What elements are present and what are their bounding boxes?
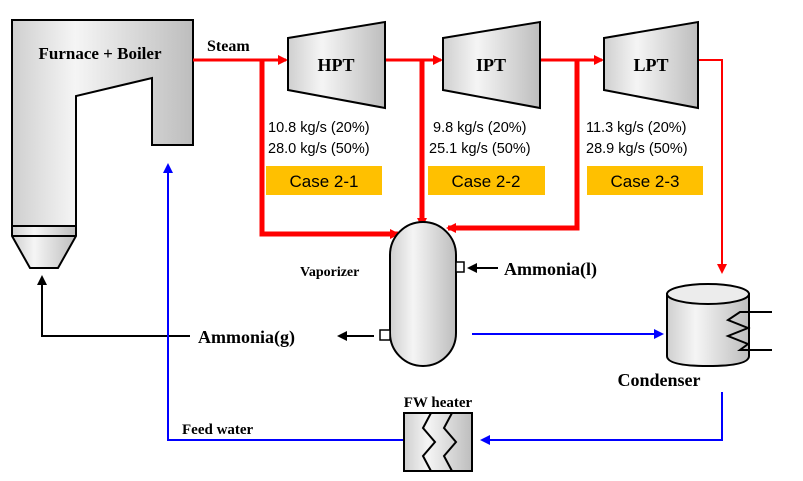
ipt-label: IPT xyxy=(476,55,506,75)
case-2-3-flow-50: 28.9 kg/s (50%) xyxy=(586,141,688,157)
vaporizer-label: Vaporizer xyxy=(300,265,359,280)
extraction-case-2-1-line xyxy=(259,60,400,239)
case-2-3-flow-20: 11.3 kg/s (20%) xyxy=(586,120,686,136)
case-2-1-flow-20: 10.8 kg/s (20%) xyxy=(268,120,370,136)
case-2-3-group: 11.3 kg/s (20%) 28.9 kg/s (50%) Case 2-3 xyxy=(586,120,703,195)
case-2-2-label: Case 2-2 xyxy=(452,172,521,191)
furnace-boiler: Furnace + Boiler xyxy=(11,19,194,269)
vaporizer-gas-nozzle xyxy=(379,329,391,341)
condenser-top xyxy=(666,283,750,305)
lpt-to-condenser-line xyxy=(698,59,727,274)
case-2-1-label: Case 2-1 xyxy=(290,172,359,191)
fw-heater-to-furnace-line xyxy=(163,163,404,441)
extraction-case-2-3-line xyxy=(446,60,580,233)
ammonia-lines: Ammonia(l) Ammonia(g) xyxy=(37,259,597,348)
furnace-label: Furnace + Boiler xyxy=(39,44,162,63)
case-2-1-flow-50: 28.0 kg/s (50%) xyxy=(268,141,370,157)
turbine-hpt: HPT xyxy=(287,20,386,110)
condenser-coil-icon xyxy=(725,311,772,351)
fw-heater-coil-left-icon xyxy=(421,412,437,472)
lpt-label: LPT xyxy=(633,55,668,75)
feed-water-label: Feed water xyxy=(182,422,254,438)
hpt-label: HPT xyxy=(317,55,354,75)
ammonia-gas-to-furnace-line xyxy=(37,275,190,337)
case-2-3-badge xyxy=(587,166,703,195)
furnace-hopper xyxy=(11,225,77,269)
fw-heater-label: FW heater xyxy=(404,395,473,411)
steam-lines: Steam xyxy=(193,38,727,274)
vaporizer-vessel xyxy=(389,221,457,367)
fw-heater-coil-right-icon xyxy=(442,412,458,472)
case-2-2-flow-20: 9.8 kg/s (20%) xyxy=(433,120,527,136)
condenser: Condenser xyxy=(617,283,772,390)
hpt-body xyxy=(287,20,386,110)
case-2-1-badge xyxy=(266,166,382,195)
condenser-body xyxy=(666,293,750,368)
ipt-body xyxy=(442,20,541,110)
turbine-ipt: IPT xyxy=(442,20,541,110)
vaporizer: Vaporizer xyxy=(300,221,465,367)
lpt-body xyxy=(603,20,699,110)
case-2-2-badge xyxy=(428,166,545,195)
condenser-to-fw-heater-line xyxy=(480,392,723,445)
fw-heater-body xyxy=(403,412,473,472)
steam-label: Steam xyxy=(207,38,250,55)
ammonia-liquid-label: Ammonia(l) xyxy=(504,259,597,280)
condenser-label: Condenser xyxy=(617,370,700,390)
turbine-lpt: LPT xyxy=(603,20,699,110)
case-2-2-group: 9.8 kg/s (20%) 25.1 kg/s (50%) Case 2-2 xyxy=(428,120,545,195)
fw-heater: FW heater xyxy=(403,395,473,472)
case-2-1-group: 10.8 kg/s (20%) 28.0 kg/s (50%) Case 2-1 xyxy=(266,120,382,195)
case-2-2-flow-50: 25.1 kg/s (50%) xyxy=(429,141,531,157)
ammonia-gas-label: Ammonia(g) xyxy=(198,327,295,348)
water-lines: Feed water xyxy=(163,163,723,445)
vaporizer-liquid-nozzle xyxy=(455,261,465,273)
case-2-3-label: Case 2-3 xyxy=(611,172,680,191)
